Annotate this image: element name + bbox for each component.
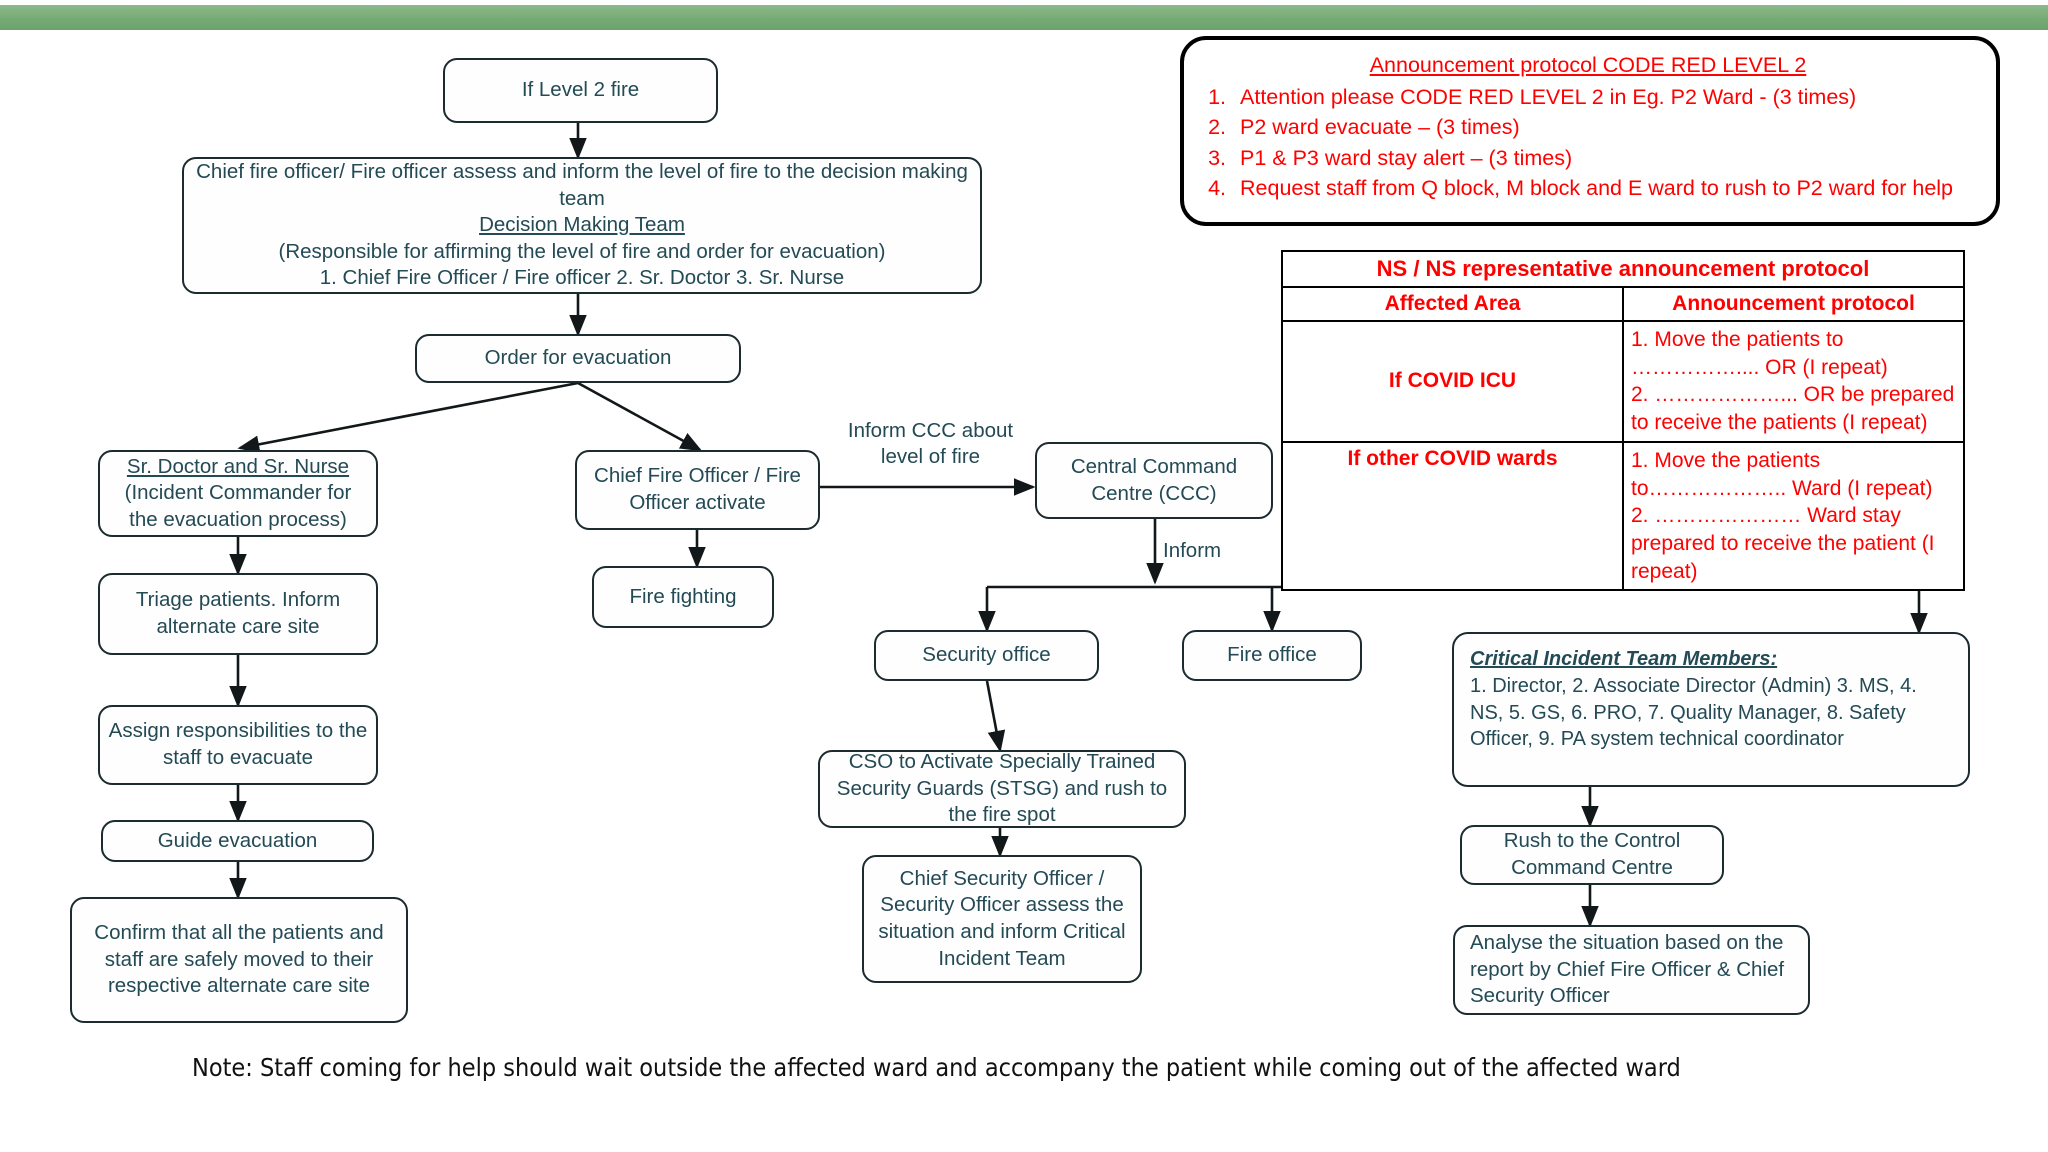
column-header-announcement-protocol: Announcement protocol [1622, 286, 1965, 322]
node-fire-fighting[interactable]: Fire fighting [592, 566, 774, 628]
assess-line-2: Decision Making Team [479, 213, 685, 237]
node-critical-incident-team[interactable]: Critical Incident Team Members: 1. Direc… [1452, 632, 1970, 787]
node-level2-fire[interactable]: If Level 2 fire [443, 58, 718, 123]
announcement-list: Attention please CODE RED LEVEL 2 in Eg.… [1198, 82, 1978, 204]
footer-note-text: Note: Staff coming for help should wait … [192, 1053, 1681, 1082]
node-cfo-activate[interactable]: Chief Fire Officer / Fire Officer activa… [575, 450, 820, 530]
edge-label-inform-ccc-text: Inform CCC about level of fire [847, 419, 1014, 469]
node-cso-activate-stsg-label: CSO to Activate Specially Trained Securi… [836, 750, 1168, 827]
cell-announcement-protocol: 1. Move the patients to……………….. Ward (I … [1622, 440, 1965, 592]
table-header-row: Affected Area Announcement protocol [1281, 286, 1965, 322]
node-order-for-evacuation-label: Order for evacuation [484, 346, 672, 370]
announcement-item: Attention please CODE RED LEVEL 2 in Eg.… [1232, 82, 1978, 113]
node-cso-activate-stsg[interactable]: CSO to Activate Specially Trained Securi… [818, 750, 1186, 828]
node-central-command-centre[interactable]: Central Command Centre (CCC) [1035, 442, 1273, 519]
cell-affected-area: If COVID ICU [1281, 320, 1624, 443]
node-assign-responsibilities-label: Assign responsibilities to the staff to … [108, 719, 368, 769]
table-row: If COVID ICU 1. Move the patients to ………… [1281, 320, 1965, 443]
critical-incident-body: 1. Director, 2. Associate Director (Admi… [1470, 674, 1917, 751]
node-cfo-activate-label: Chief Fire Officer / Fire Officer activa… [594, 464, 801, 514]
node-guide-evacuation-label: Guide evacuation [157, 828, 318, 852]
node-assess-and-inform[interactable]: Chief fire officer/ Fire officer assess … [182, 157, 982, 294]
protocol-line: 2. ………………… Ward stay prepared to receive… [1631, 504, 1935, 583]
table-title-row: NS / NS representative announcement prot… [1281, 250, 1965, 288]
node-fire-office-label: Fire office [1227, 643, 1317, 667]
table-row: If other COVID wards 1. Move the patient… [1281, 440, 1965, 592]
edge-label-inform: Inform [1163, 538, 1253, 564]
node-central-command-centre-label: Central Command Centre (CCC) [1070, 454, 1238, 505]
announcement-protocol-callout: Announcement protocol CODE RED LEVEL 2 A… [1180, 36, 2000, 226]
node-guide-evacuation[interactable]: Guide evacuation [101, 820, 374, 862]
node-rush-to-control-centre[interactable]: Rush to the Control Command Centre [1460, 825, 1724, 885]
footer-note: Note: Staff coming for help should wait … [192, 1053, 1681, 1082]
node-analyse-situation[interactable]: Analyse the situation based on the repor… [1453, 925, 1810, 1015]
sr-doctor-line-2: (Incident Commander for the evacuation p… [124, 481, 352, 531]
announcement-item: P1 & P3 ward stay alert – (3 times) [1232, 143, 1978, 174]
cell-affected-area: If other COVID wards [1281, 440, 1624, 592]
sr-doctor-line-1: Sr. Doctor and Sr. Nurse [126, 454, 350, 478]
node-analyse-situation-label: Analyse the situation based on the repor… [1470, 931, 1785, 1008]
assess-line-1: Chief fire officer/ Fire officer assess … [196, 159, 968, 210]
node-fire-fighting-label: Fire fighting [629, 584, 737, 608]
announcement-item: P2 ward evacuate – (3 times) [1232, 112, 1978, 143]
node-confirm-patients-moved[interactable]: Confirm that all the patients and staff … [70, 897, 408, 1023]
announcement-protocol-table: NS / NS representative announcement prot… [1281, 250, 1965, 592]
assess-line-4: 1. Chief Fire Officer / Fire officer 2. … [319, 266, 845, 290]
edge-label-inform-text: Inform [1163, 539, 1222, 562]
assess-line-3: (Responsible for affirming the level of … [278, 239, 886, 263]
node-security-office[interactable]: Security office [874, 630, 1099, 681]
protocol-line: 2. ………………... OR be prepared to receive t… [1631, 383, 1955, 435]
node-cso-assess-situation-label: Chief Security Officer / Security Office… [878, 866, 1126, 970]
column-header-affected-area: Affected Area [1281, 286, 1624, 322]
cell-announcement-protocol: 1. Move the patients to …………….... OR (I … [1622, 320, 1965, 443]
node-fire-office[interactable]: Fire office [1182, 630, 1362, 681]
node-cso-assess-situation[interactable]: Chief Security Officer / Security Office… [862, 855, 1142, 983]
protocol-line: 1. Move the patients to …………….... OR (I … [1631, 328, 1888, 379]
node-sr-doctor-nurse[interactable]: Sr. Doctor and Sr. Nurse (Incident Comma… [98, 450, 378, 537]
announcement-item: Request staff from Q block, M block and … [1232, 173, 1978, 204]
node-order-for-evacuation[interactable]: Order for evacuation [415, 334, 741, 383]
announcement-title: Announcement protocol CODE RED LEVEL 2 [1369, 53, 1807, 77]
table-title: NS / NS representative announcement prot… [1281, 250, 1965, 288]
protocol-line: 1. Move the patients to……………….. Ward (I … [1631, 448, 1933, 500]
edge-label-inform-ccc: Inform CCC about level of fire [828, 418, 1033, 470]
node-triage-patients-label: Triage patients. Inform alternate care s… [135, 588, 341, 638]
node-rush-to-control-centre-label: Rush to the Control Command Centre [1503, 829, 1681, 879]
critical-incident-heading: Critical Incident Team Members: [1470, 648, 1778, 670]
top-green-banner [0, 5, 2048, 30]
node-triage-patients[interactable]: Triage patients. Inform alternate care s… [98, 573, 378, 655]
node-confirm-patients-moved-label: Confirm that all the patients and staff … [94, 921, 384, 998]
node-level2-fire-label: If Level 2 fire [521, 78, 640, 102]
node-assign-responsibilities[interactable]: Assign responsibilities to the staff to … [98, 705, 378, 785]
node-security-office-label: Security office [922, 643, 1051, 667]
